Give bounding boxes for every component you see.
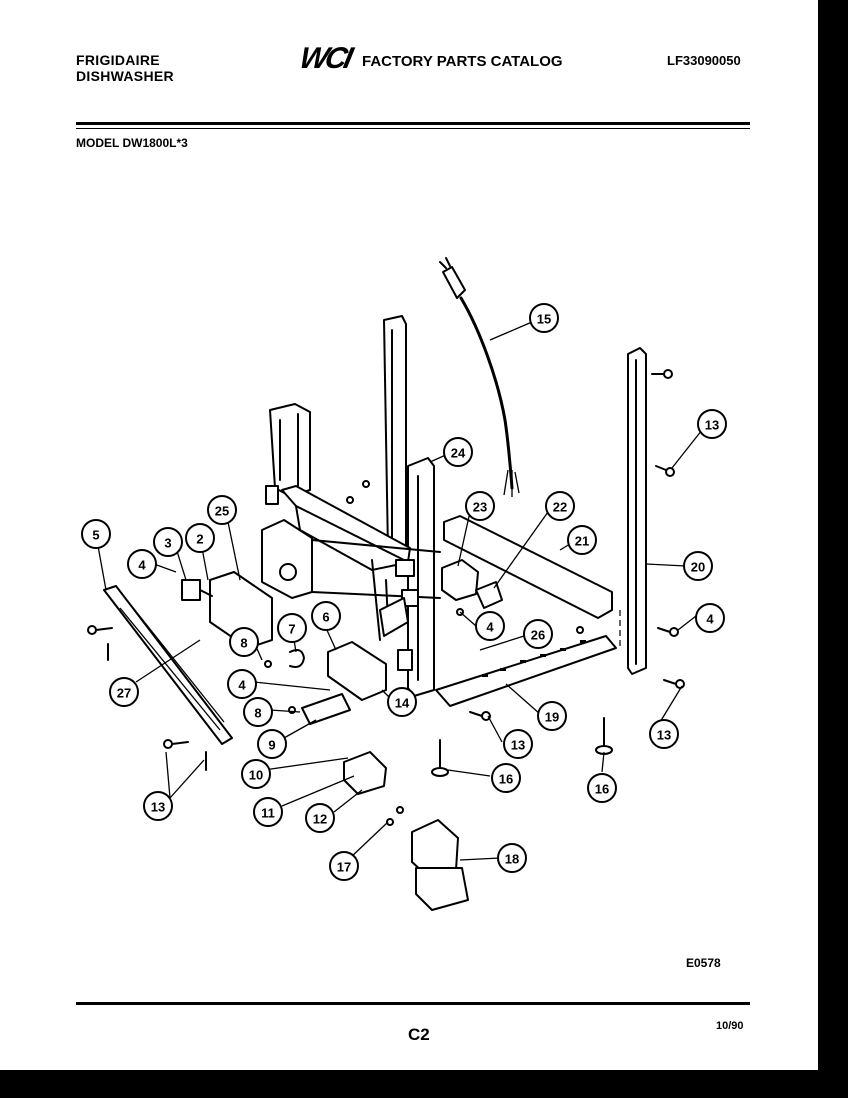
svg-text:14: 14	[395, 696, 410, 711]
svg-text:24: 24	[451, 446, 466, 461]
svg-text:8: 8	[240, 636, 247, 651]
svg-text:17: 17	[337, 860, 351, 875]
callout-18: 18	[497, 843, 527, 873]
callout-9: 9	[257, 729, 287, 759]
callout-12: 12	[305, 803, 335, 833]
callout-22: 22	[545, 491, 575, 521]
svg-text:4: 4	[138, 558, 146, 573]
callout-3: 3	[153, 527, 183, 557]
callout-5: 5	[81, 519, 111, 549]
svg-text:5: 5	[92, 528, 99, 543]
svg-text:15: 15	[537, 312, 551, 327]
base-frame-part	[261, 315, 441, 697]
footer-rule	[76, 1002, 750, 1005]
brand-name: FRIGIDAIRE	[76, 52, 160, 68]
callout-6: 6	[311, 601, 341, 631]
callout-15: 15	[529, 303, 559, 333]
callout-17: 17	[329, 851, 359, 881]
callout-26: 26	[523, 619, 553, 649]
svg-text:9: 9	[268, 738, 275, 753]
callout-16: 16	[587, 773, 617, 803]
terminal-strip-part	[301, 693, 351, 725]
page-number: C2	[408, 1025, 430, 1044]
drawing-code: E0578	[686, 956, 721, 970]
svg-text:16: 16	[595, 782, 609, 797]
svg-text:8: 8	[254, 706, 261, 721]
callout-7: 7	[277, 613, 307, 643]
toe-kick-panel-part	[103, 585, 233, 745]
rear-rail-part	[443, 515, 613, 619]
clip-part	[289, 649, 305, 668]
callout-4: 4	[127, 549, 157, 579]
callout-24: 24	[443, 437, 473, 467]
exploded-parts-diagram: 2345258764891427101112131718152423222142…	[81, 257, 727, 911]
front-rail-part	[435, 635, 617, 707]
water-valve-part	[411, 819, 469, 911]
svg-text:10: 10	[249, 768, 263, 783]
bracket-part	[441, 559, 503, 609]
catalog-number: LF33090050	[667, 53, 741, 68]
callout-23: 23	[465, 491, 495, 521]
svg-text:7: 7	[288, 622, 295, 637]
svg-text:19: 19	[545, 710, 559, 725]
catalog-page: FRIGIDAIRE DISHWASHER WCI FACTORY PARTS …	[0, 0, 818, 1070]
svg-text:12: 12	[313, 812, 327, 827]
power-cord-part	[439, 257, 520, 497]
callout-8: 8	[229, 627, 259, 657]
svg-text:13: 13	[705, 418, 719, 433]
callout-13: 13	[697, 409, 727, 439]
left-bracket-part	[181, 571, 273, 649]
revision-date: 10/90	[716, 1020, 744, 1032]
svg-text:21: 21	[575, 534, 589, 549]
callout-13: 13	[143, 791, 173, 821]
front-rail-slots	[482, 640, 586, 677]
callout-25: 25	[207, 495, 237, 525]
callout-8: 8	[243, 697, 273, 727]
catalog-title: FACTORY PARTS CATALOG	[362, 53, 563, 70]
callout-13: 13	[649, 719, 679, 749]
callout-16: 16	[491, 763, 521, 793]
header-rule-bottom	[76, 128, 750, 129]
svg-text:27: 27	[117, 686, 131, 701]
callout-4: 4	[695, 603, 725, 633]
svg-text:4: 4	[706, 612, 714, 627]
product-type: DISHWASHER	[76, 68, 174, 84]
callout-13: 13	[503, 729, 533, 759]
svg-text:18: 18	[505, 852, 519, 867]
callout-leaders	[97, 321, 703, 861]
callout-4: 4	[475, 611, 505, 641]
callout-14: 14	[387, 687, 417, 717]
callout-11: 11	[253, 797, 283, 827]
switch-part	[343, 751, 387, 795]
svg-text:6: 6	[322, 610, 329, 625]
callout-21: 21	[567, 525, 597, 555]
svg-text:13: 13	[151, 800, 165, 815]
model-number: MODEL DW1800L*3	[76, 136, 188, 150]
svg-text:16: 16	[499, 772, 513, 787]
svg-text:4: 4	[238, 678, 246, 693]
svg-text:23: 23	[473, 500, 487, 515]
svg-text:2: 2	[196, 532, 203, 547]
callout-10: 10	[241, 759, 271, 789]
header-rule-top	[76, 122, 750, 125]
callout-27: 27	[109, 677, 139, 707]
callout-19: 19	[537, 701, 567, 731]
svg-text:11: 11	[261, 806, 275, 821]
svg-text:13: 13	[511, 738, 525, 753]
svg-text:13: 13	[657, 728, 671, 743]
terminal-cover-part	[327, 641, 387, 701]
svg-text:4: 4	[486, 620, 494, 635]
screw-hardware	[87, 369, 685, 826]
svg-text:3: 3	[164, 536, 171, 551]
svg-text:22: 22	[553, 500, 567, 515]
callout-2: 2	[185, 523, 215, 553]
svg-text:20: 20	[691, 560, 705, 575]
svg-text:25: 25	[215, 504, 229, 519]
callout-20: 20	[683, 551, 713, 581]
svg-text:26: 26	[531, 628, 545, 643]
callout-4: 4	[227, 669, 257, 699]
